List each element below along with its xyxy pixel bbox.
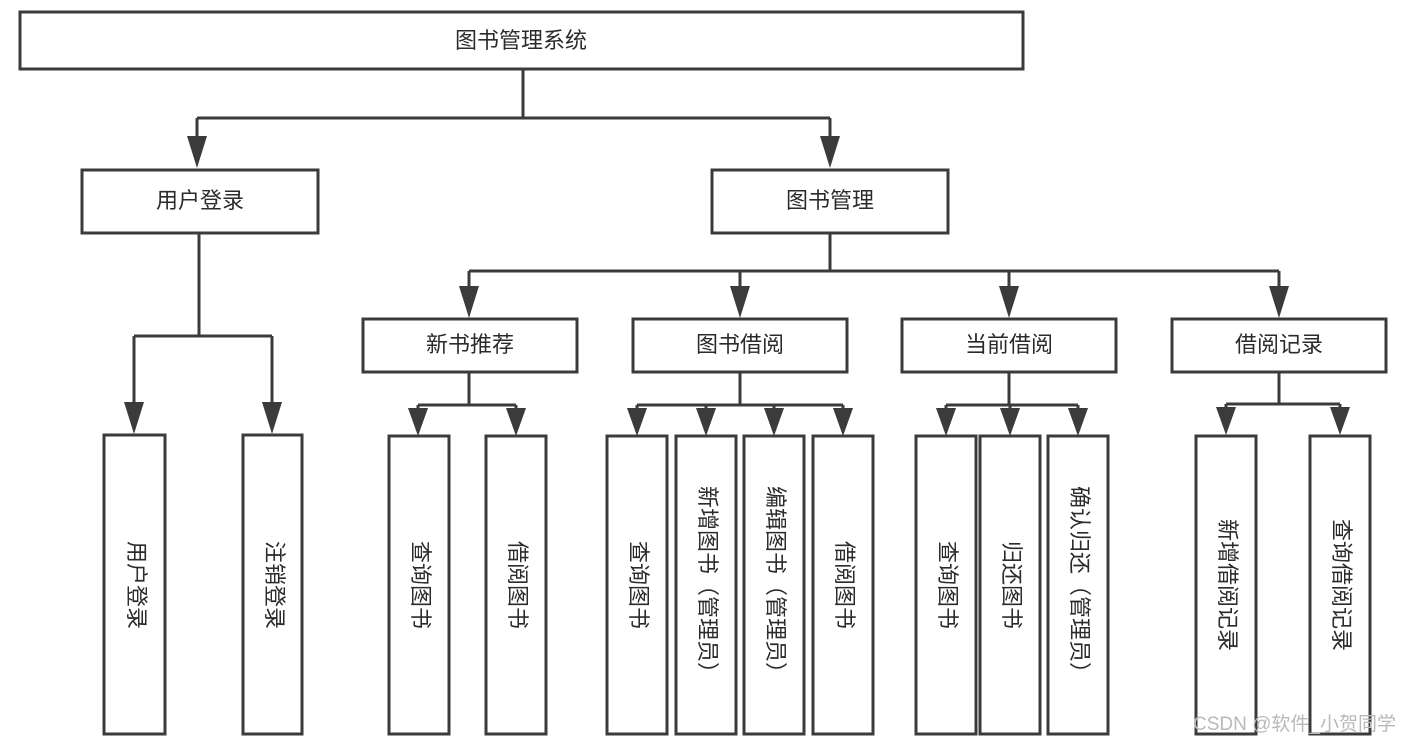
node-new-book-recommend-label: 新书推荐 (426, 332, 514, 357)
node-book-borrow-label: 图书借阅 (696, 332, 784, 357)
node-leaf-add-book-admin[interactable]: 新增图书（管理员） (674, 434, 738, 736)
arrow-head-leaf-confirm-return-admin (1068, 408, 1088, 436)
arrow-head-leaf-query-book-3 (936, 408, 956, 436)
node-leaf-return-book-box[interactable] (978, 434, 1042, 736)
node-leaf-confirm-return-admin-box[interactable] (1046, 434, 1110, 736)
node-book-management[interactable]: 图书管理 (710, 168, 950, 235)
arrow-head-user-login (187, 136, 207, 168)
watermark-label: CSDN @软件_小贺同学 (1193, 713, 1396, 735)
arrow-head-leaf-return-book (1000, 408, 1020, 436)
node-leaf-add-book-admin-box[interactable] (674, 434, 738, 736)
node-leaf-add-borrow-record-box[interactable] (1194, 434, 1258, 736)
node-leaf-edit-book-admin-label: 编辑图书（管理员） (763, 486, 788, 684)
node-leaf-return-book[interactable]: 归还图书 (978, 434, 1042, 736)
node-leaf-query-book-2-box[interactable] (605, 434, 669, 736)
node-leaf-query-book-2[interactable]: 查询图书 (605, 434, 669, 736)
node-new-book-recommend-box[interactable] (361, 317, 579, 374)
arrow-head-book-borrow (730, 286, 750, 318)
arrow-head-leaf-borrow-book-2 (833, 408, 853, 436)
node-user-login-box[interactable] (80, 168, 320, 235)
node-leaf-edit-book-admin-box[interactable] (742, 434, 806, 736)
node-root[interactable]: 图书管理系统 (18, 10, 1025, 71)
node-leaf-add-borrow-record[interactable]: 新增借阅记录 (1194, 434, 1258, 736)
node-book-management-box[interactable] (710, 168, 950, 235)
node-current-borrow[interactable]: 当前借阅 (900, 317, 1118, 374)
arrow-head-leaf-query-borrow-record (1330, 407, 1350, 435)
node-book-borrow[interactable]: 图书借阅 (631, 317, 849, 374)
node-book-borrow-box[interactable] (631, 317, 849, 374)
node-leaf-borrow-book-1-label: 借阅图书 (505, 541, 530, 629)
node-leaf-borrow-book-2[interactable]: 借阅图书 (811, 434, 875, 736)
node-leaf-query-borrow-record-box[interactable] (1308, 434, 1372, 736)
node-leaf-confirm-return-admin-label: 确认归还（管理员） (1067, 486, 1092, 684)
arrow-head-leaf-query-book-2 (627, 408, 647, 436)
node-current-borrow-box[interactable] (900, 317, 1118, 374)
node-root-box[interactable] (18, 10, 1025, 71)
arrow-head-new-book-recommend (459, 286, 479, 318)
node-leaf-user-login-label: 用户登录 (124, 541, 149, 629)
node-leaf-borrow-book-2-label: 借阅图书 (832, 541, 857, 629)
node-leaf-logout-login[interactable]: 注销登录 (241, 433, 304, 736)
connector-layer (124, 69, 1350, 436)
arrow-head-leaf-borrow-book-1 (506, 408, 526, 436)
node-borrow-record[interactable]: 借阅记录 (1170, 317, 1388, 374)
node-leaf-query-book-3-label: 查询图书 (935, 541, 960, 629)
node-borrow-record-box[interactable] (1170, 317, 1388, 374)
node-leaf-logout-login-label: 注销登录 (262, 541, 287, 629)
arrow-head-leaf-add-book-admin (696, 408, 716, 436)
node-leaf-confirm-return-admin[interactable]: 确认归还（管理员） (1046, 434, 1110, 736)
arrow-head-borrow-record (1269, 286, 1289, 318)
node-leaf-borrow-book-1-box[interactable] (484, 434, 548, 736)
node-leaf-query-book-3[interactable]: 查询图书 (914, 434, 978, 736)
node-leaf-logout-login-box[interactable] (241, 433, 304, 736)
node-book-management-label: 图书管理 (786, 188, 874, 213)
arrow-head-book-management (820, 136, 840, 168)
node-borrow-record-label: 借阅记录 (1235, 332, 1323, 357)
node-leaf-user-login[interactable]: 用户登录 (102, 433, 167, 736)
node-user-login-label: 用户登录 (156, 188, 244, 213)
node-leaf-return-book-label: 归还图书 (999, 541, 1024, 629)
node-current-borrow-label: 当前借阅 (965, 332, 1053, 357)
node-leaf-add-book-admin-label: 新增图书（管理员） (695, 486, 720, 684)
node-new-book-recommend[interactable]: 新书推荐 (361, 317, 579, 374)
node-leaf-edit-book-admin[interactable]: 编辑图书（管理员） (742, 434, 806, 736)
node-leaf-query-book-1[interactable]: 查询图书 (387, 434, 451, 736)
arrow-head-leaf-edit-book-admin (764, 408, 784, 436)
node-leaf-query-book-1-box[interactable] (387, 434, 451, 736)
node-leaf-query-borrow-record-label: 查询借阅记录 (1329, 519, 1354, 651)
node-leaf-add-borrow-record-label: 新增借阅记录 (1215, 519, 1240, 651)
node-leaf-query-borrow-record[interactable]: 查询借阅记录 (1308, 434, 1372, 736)
node-leaf-borrow-book-1[interactable]: 借阅图书 (484, 434, 548, 736)
arrow-head-leaf-add-borrow-record (1216, 407, 1236, 435)
node-user-login[interactable]: 用户登录 (80, 168, 320, 235)
arrow-head-leaf-query-book-1 (408, 408, 428, 436)
arrow-head-current-borrow (999, 286, 1019, 318)
arrow-head-leaf-logout-login (262, 402, 282, 434)
node-leaf-query-book-2-label: 查询图书 (626, 541, 651, 629)
node-leaf-user-login-box[interactable] (102, 433, 167, 736)
arrow-head-leaf-user-login (124, 402, 144, 434)
node-leaf-borrow-book-2-box[interactable] (811, 434, 875, 736)
node-leaf-query-book-1-label: 查询图书 (408, 541, 433, 629)
node-leaf-query-book-3-box[interactable] (914, 434, 978, 736)
node-root-label: 图书管理系统 (455, 28, 587, 53)
